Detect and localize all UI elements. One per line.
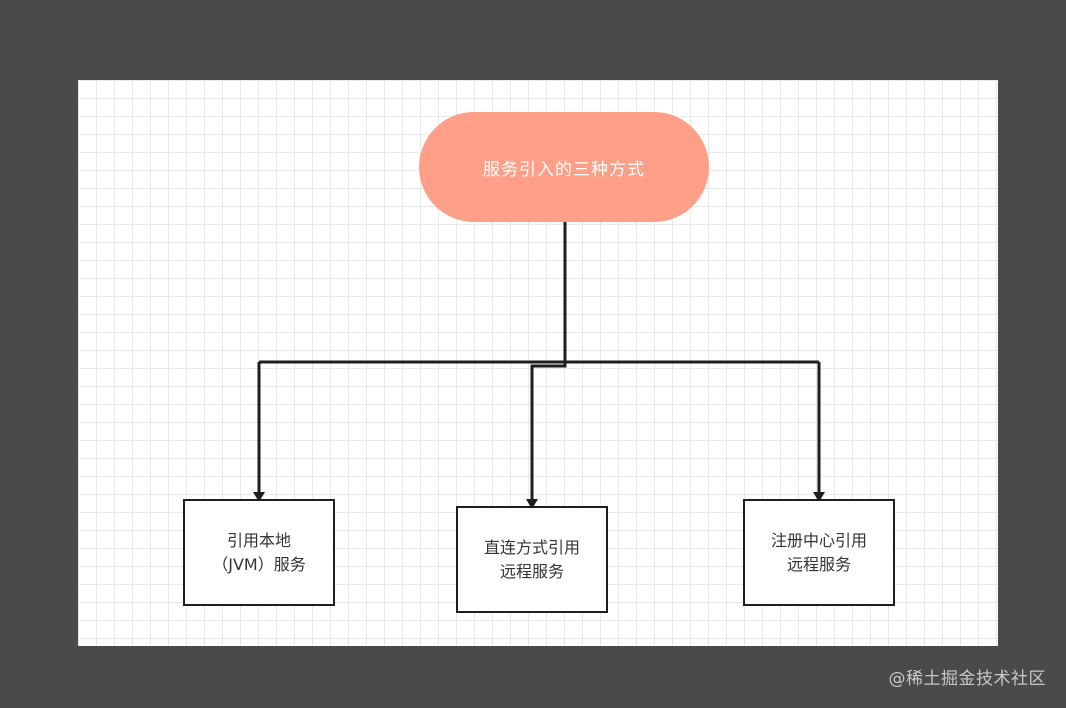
registry-reference-node[interactable]: 注册中心引用 远程服务 bbox=[743, 499, 895, 606]
direct-reference-node[interactable]: 直连方式引用 远程服务 bbox=[456, 506, 608, 613]
direct-reference-label-line2: 远程服务 bbox=[499, 561, 564, 581]
diagram-canvas: 服务引入的三种方式 引用本地 （JVM）服务 直连方式引用 远程服务 注册中心引… bbox=[78, 80, 998, 646]
local-reference-label-line2: （JVM）服务 bbox=[212, 554, 306, 574]
root-node[interactable]: 服务引入的三种方式 bbox=[419, 112, 709, 222]
branch-connector-direct bbox=[526, 362, 567, 509]
root-node-label: 服务引入的三种方式 bbox=[483, 159, 645, 180]
local-reference-label-line1: 引用本地 bbox=[226, 530, 291, 550]
registry-reference-label-line1: 注册中心引用 bbox=[770, 530, 867, 550]
local-reference-node[interactable]: 引用本地 （JVM）服务 bbox=[183, 499, 335, 606]
connector-lines bbox=[253, 222, 825, 509]
direct-reference-label-line1: 直连方式引用 bbox=[483, 537, 580, 557]
watermark: @稀土掘金技术社区 bbox=[888, 669, 1046, 689]
registry-reference-label-line2: 远程服务 bbox=[786, 554, 851, 574]
